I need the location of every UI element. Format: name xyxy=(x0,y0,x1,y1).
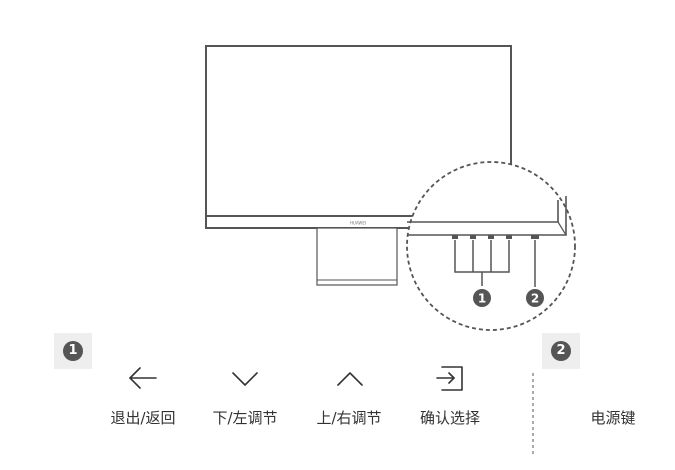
hw-power-button xyxy=(531,235,539,239)
monitor-brand-logo: HUAWEI xyxy=(350,221,366,226)
section-1-badge: 1 xyxy=(54,333,92,369)
arrow-left-icon xyxy=(129,367,157,389)
label-power-key: 电源键 xyxy=(590,409,636,427)
callout-1-circle xyxy=(473,289,491,307)
chevron-down-icon xyxy=(232,372,258,386)
callout-1-number: 1 xyxy=(478,292,486,306)
hw-button-3 xyxy=(488,235,494,239)
callout-2-number: 2 xyxy=(531,292,539,306)
label-confirm: 确认选择 xyxy=(419,409,480,427)
section-1-number: 1 xyxy=(63,341,83,361)
section-2-badge: 2 xyxy=(542,333,580,369)
navigation-buttons xyxy=(452,235,539,239)
enter-icon xyxy=(436,366,463,391)
label-up-right: 上/右调节 xyxy=(316,409,382,427)
hw-button-1 xyxy=(452,235,458,239)
label-down-left: 下/左调节 xyxy=(212,409,278,427)
callout-2-circle xyxy=(526,289,544,307)
chevron-up-icon xyxy=(337,372,363,386)
label-exit-back: 退出/返回 xyxy=(110,409,176,427)
section-2-number: 2 xyxy=(551,341,571,361)
hw-button-4 xyxy=(506,235,512,239)
group-leader-line xyxy=(454,240,510,286)
magnified-bezel-edge xyxy=(557,221,567,236)
hw-button-2 xyxy=(470,235,476,239)
monitor-stand xyxy=(316,227,398,286)
magnified-detail: 1 2 xyxy=(406,161,576,331)
